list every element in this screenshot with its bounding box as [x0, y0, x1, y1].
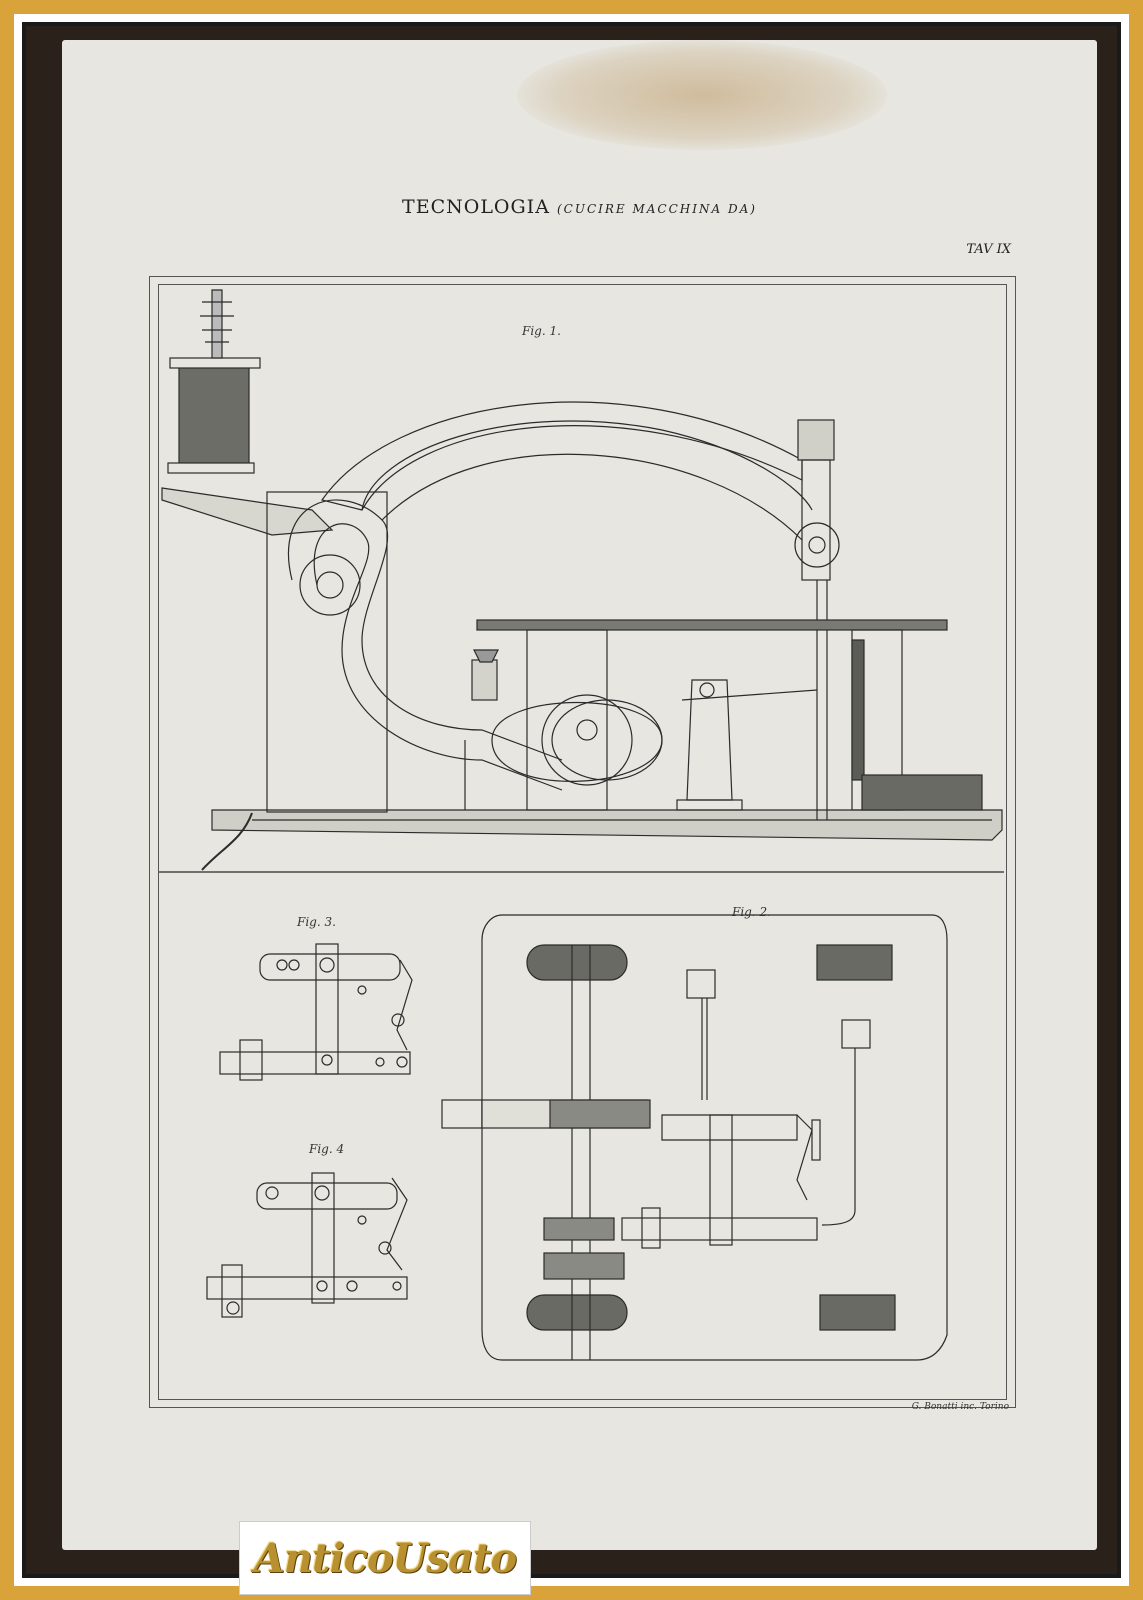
water-stain — [517, 40, 887, 150]
plate-inner-border — [158, 284, 1007, 1400]
fig1-sewing-machine-side-view — [161, 289, 1003, 871]
title-sub: (CUCIRE MACCHINA DA) — [556, 202, 757, 216]
engraving-drawing: Fig. 1. Fig. 2. Fig. 3. Fig. 4 — [159, 289, 1004, 1361]
logo-text: AnticoUsato — [253, 1534, 517, 1582]
fig2-caption: Fig. 2. — [731, 905, 771, 919]
fig2-plan-view — [441, 914, 948, 1361]
antico-usato-logo: AnticoUsato — [239, 1521, 531, 1595]
fig3-caption: Fig. 3. — [296, 915, 336, 929]
fig4-caption: Fig. 4 — [308, 1142, 344, 1156]
engraver-credit: G. Bonatti inc. Torino — [911, 1402, 1009, 1412]
fig3-detail — [219, 943, 413, 1081]
title-main: TECNOLOGIA — [402, 196, 550, 218]
plate-number: TAV IX — [966, 242, 1011, 257]
black-mat: TECNOLOGIA (CUCIRE MACCHINA DA) TAV IX — [22, 22, 1121, 1578]
plate-outer-border — [149, 276, 1016, 1408]
page-title: TECNOLOGIA (CUCIRE MACCHINA DA) — [62, 196, 1097, 218]
paper-sheet: TECNOLOGIA (CUCIRE MACCHINA DA) TAV IX — [62, 40, 1097, 1550]
fig1-caption: Fig. 1. — [521, 324, 561, 338]
fig4-detail — [206, 1172, 408, 1318]
